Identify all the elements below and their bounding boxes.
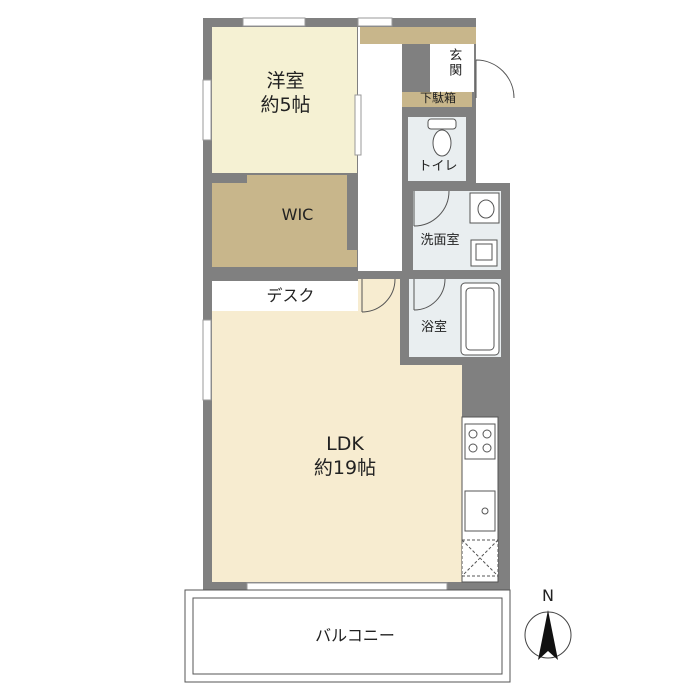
- balcony-inner: [192, 597, 503, 675]
- compass-icon: [524, 610, 572, 660]
- ldk-label: LDK 約19帖: [300, 433, 390, 481]
- shoe-box: [402, 92, 472, 107]
- shoe-box-label: 下駄箱: [419, 91, 456, 105]
- balcony-label: バルコニー: [315, 626, 395, 645]
- ldk-floor: [212, 279, 462, 582]
- entrance-top-band: [360, 27, 476, 44]
- ldk-name: LDK: [326, 433, 364, 455]
- door-swings: [361, 59, 515, 313]
- entrance-label: 玄関: [446, 48, 462, 78]
- western-room-floor: [212, 27, 357, 173]
- wic-label: WIC: [281, 205, 314, 224]
- western-room-size: 約5帖: [260, 93, 311, 116]
- corridor-floor: [358, 27, 402, 271]
- ldk-size: 約19帖: [313, 456, 377, 479]
- western-room-label: 洋室 約5帖: [248, 70, 323, 118]
- windows: [202, 17, 448, 591]
- entrance-floor: [430, 44, 474, 92]
- kitchen-counter: [461, 416, 499, 583]
- bath-label: 浴室: [420, 320, 447, 335]
- bathtub: [460, 282, 500, 356]
- desk-label: デスク: [266, 286, 315, 305]
- desk-area: [212, 281, 358, 311]
- western-room-name: 洋室: [266, 70, 305, 92]
- toilet-fixture: [427, 118, 457, 157]
- wic-floor: [247, 175, 347, 250]
- wic-lower-band: [212, 250, 357, 267]
- toilet-label: トイレ: [418, 159, 458, 174]
- wash-basin: [469, 192, 500, 267]
- washroom-label: 洗面室: [420, 233, 460, 248]
- compass-north-label: N: [542, 586, 554, 605]
